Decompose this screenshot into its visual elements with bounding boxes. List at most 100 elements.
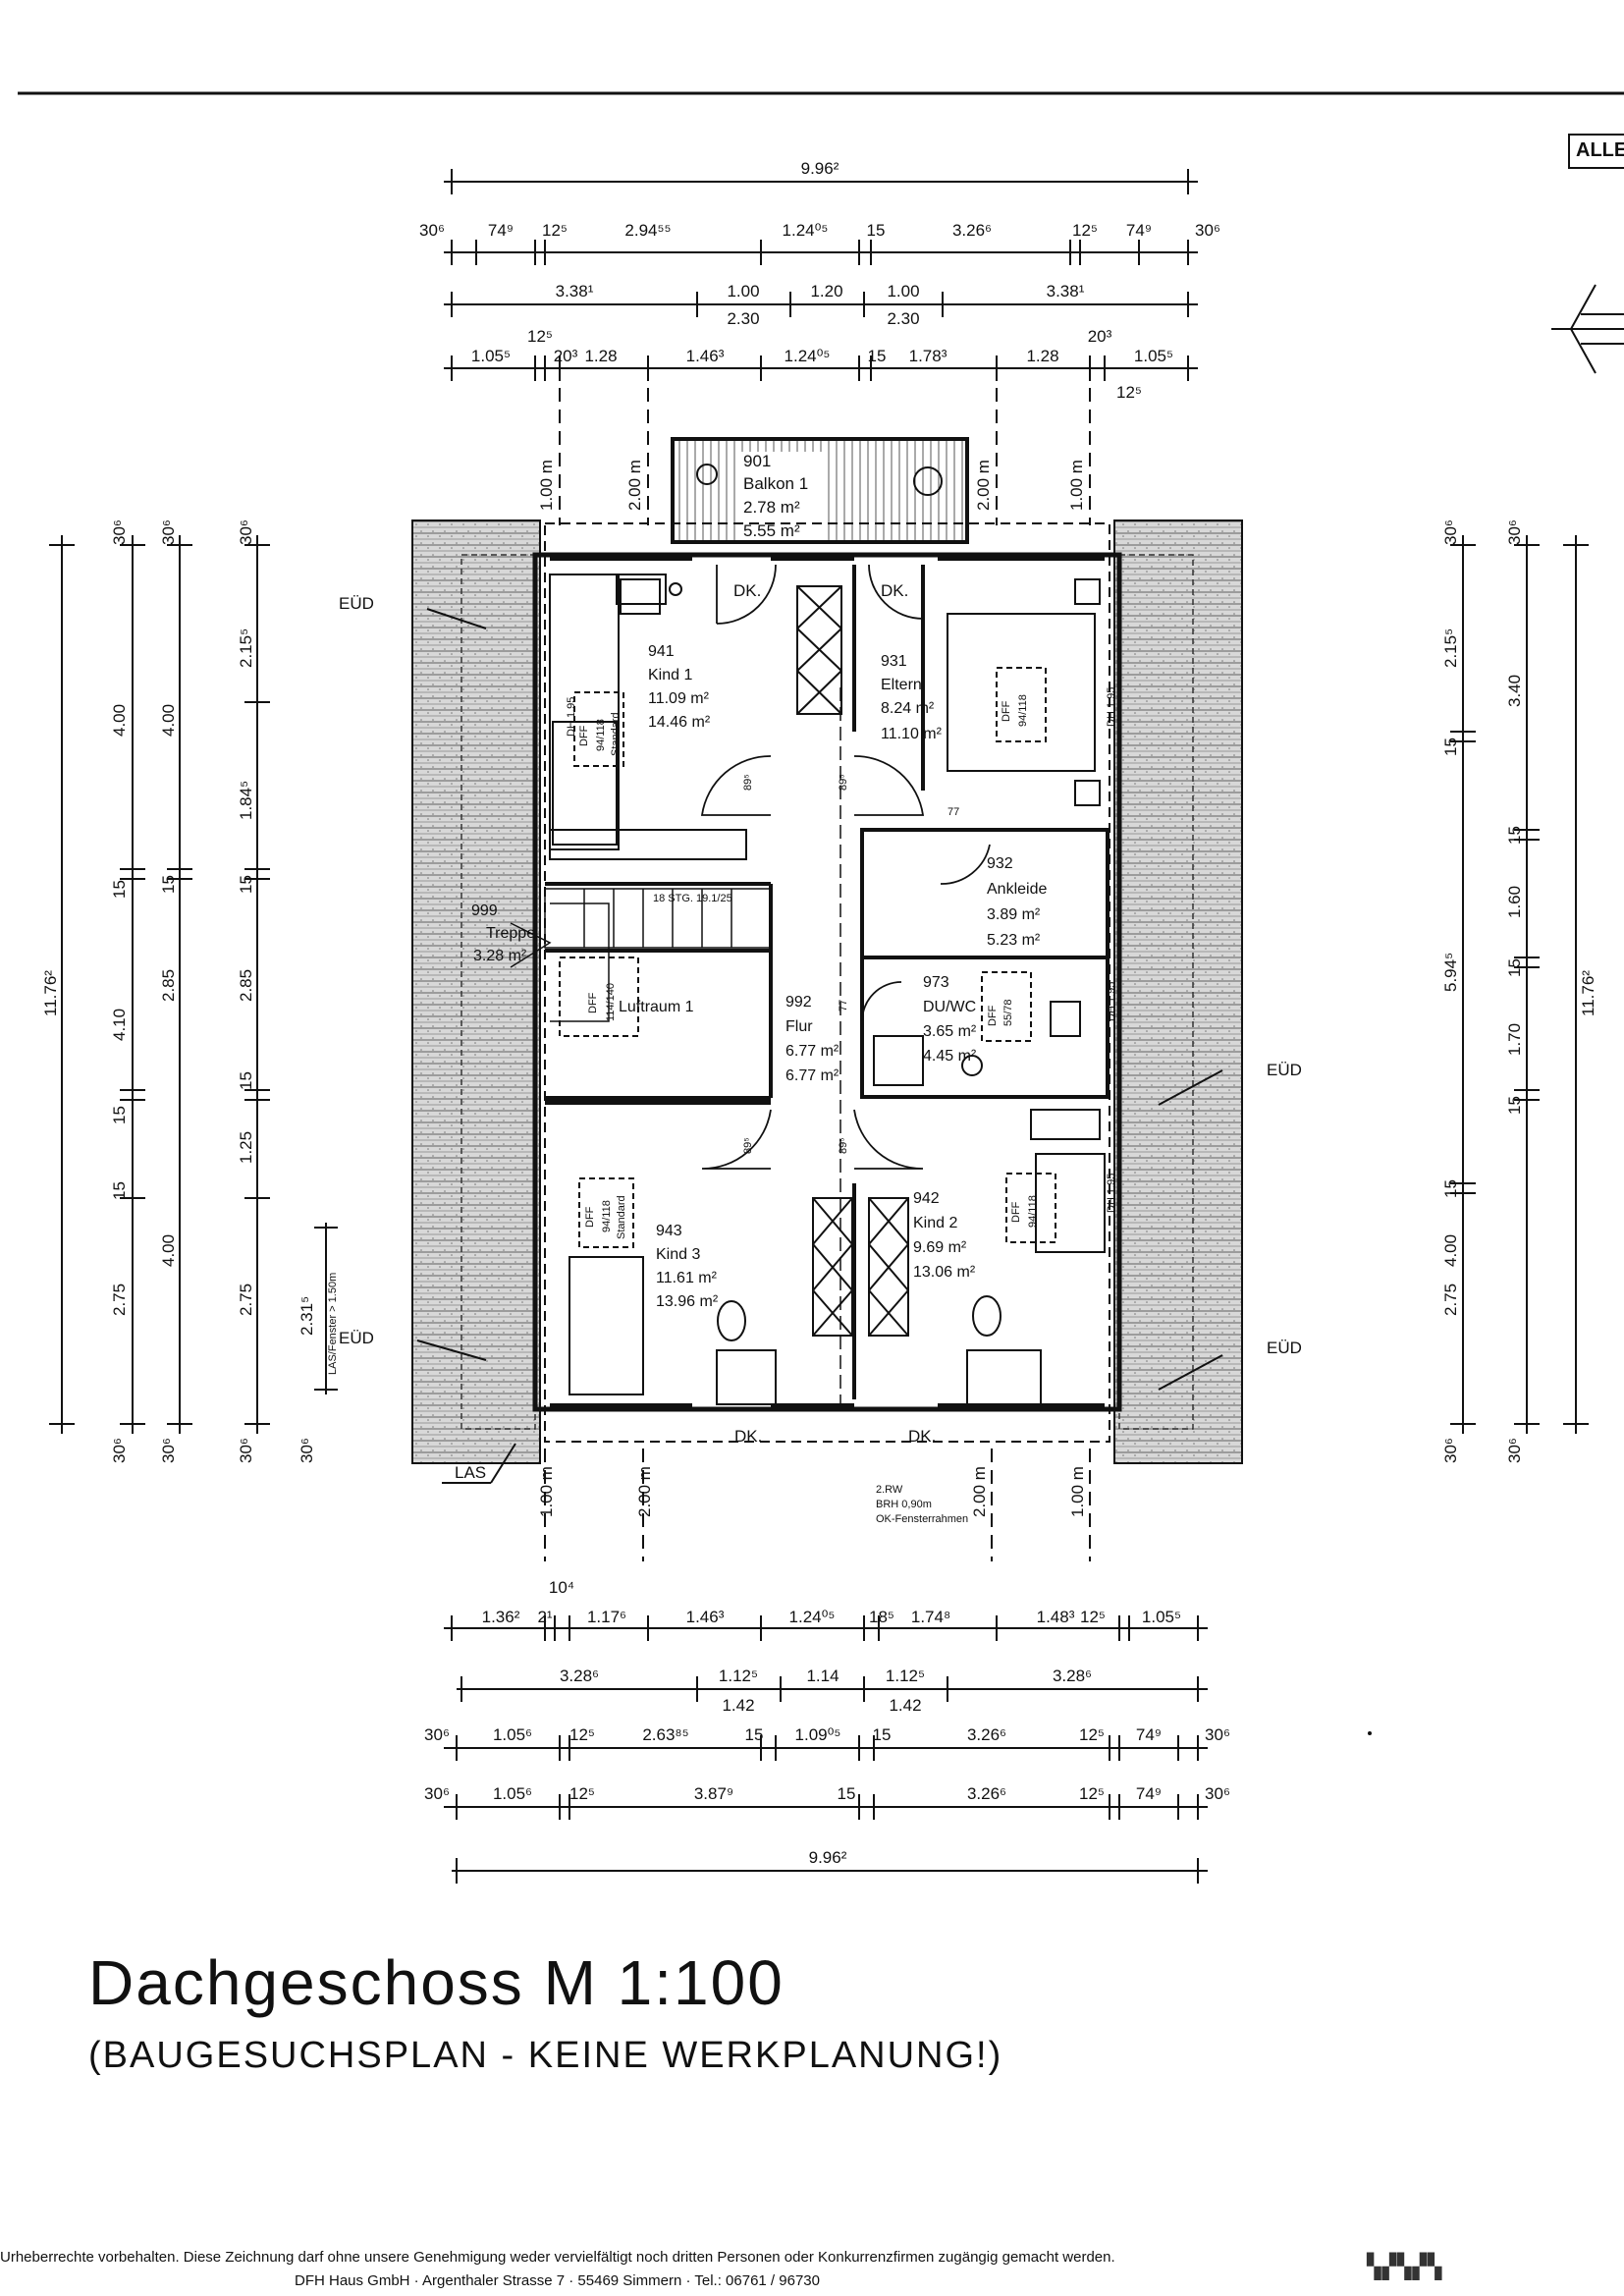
roof-height-labels-top: 1.00 m 2.00 m 2.00 m 1.00 m	[537, 460, 1086, 511]
svg-text:2.00 m: 2.00 m	[625, 460, 644, 511]
svg-text:30⁶: 30⁶	[110, 519, 129, 545]
svg-text:89⁵: 89⁵	[838, 774, 849, 791]
svg-text:15: 15	[237, 875, 255, 894]
svg-text:2.00 m: 2.00 m	[635, 1466, 654, 1517]
svg-text:1.28: 1.28	[584, 347, 617, 365]
svg-text:3.26⁶: 3.26⁶	[952, 221, 992, 240]
dusche-area1: 3.65 m²	[923, 1023, 977, 1040]
dk-kind3: DK.	[734, 1427, 762, 1446]
kind2-name: Kind 2	[913, 1215, 957, 1231]
svg-text:89⁵: 89⁵	[742, 1137, 754, 1154]
svg-text:3.26⁶: 3.26⁶	[967, 1784, 1006, 1803]
svg-text:12⁵: 12⁵	[1079, 1725, 1105, 1744]
svg-text:4.00: 4.00	[1441, 1234, 1460, 1267]
svg-text:11.76²: 11.76²	[41, 970, 60, 1016]
ankleide-area1: 3.89 m²	[987, 906, 1041, 923]
svg-text:DFF: DFF	[587, 992, 599, 1013]
svg-text:15: 15	[110, 880, 129, 899]
balcony-name: Balkon 1	[743, 474, 808, 493]
svg-text:94/118: 94/118	[601, 1200, 613, 1232]
svg-text:20³: 20³	[1088, 327, 1112, 346]
ankleide-name: Ankleide	[987, 881, 1047, 898]
svg-text:2.75: 2.75	[110, 1284, 129, 1316]
svg-text:DH 1.95: DH 1.95	[1106, 982, 1117, 1021]
svg-text:DFF: DFF	[1010, 1201, 1022, 1223]
sheet-corner-label: ALLE	[1568, 134, 1624, 169]
wardrobes	[796, 585, 909, 1337]
svg-text:15: 15	[110, 1181, 129, 1200]
dk-eltern: DK.	[881, 581, 908, 600]
svg-text:15: 15	[237, 1071, 255, 1090]
svg-text:1.05⁶: 1.05⁶	[493, 1784, 532, 1803]
svg-text:LAS/Fenster > 1.50m: LAS/Fenster > 1.50m	[327, 1273, 339, 1375]
left-dimension-chains	[49, 535, 338, 1434]
svg-text:74⁹: 74⁹	[1136, 1725, 1162, 1744]
roof-height-labels-bottom: 1.00 m 2.00 m 2.00 m 1.00 m	[537, 1466, 1087, 1517]
balcony-area2: 5.55 m²	[743, 521, 800, 540]
svg-text:12⁵: 12⁵	[527, 327, 553, 346]
kind3-name: Kind 3	[656, 1246, 700, 1263]
svg-text:30⁶: 30⁶	[159, 1438, 178, 1463]
kind1-area1: 11.09 m²	[648, 690, 710, 707]
svg-text:2.31⁵: 2.31⁵	[298, 1296, 316, 1336]
svg-text:DFF: DFF	[1001, 700, 1012, 722]
svg-text:DFF: DFF	[578, 725, 590, 746]
svg-text:1.05⁵: 1.05⁵	[1134, 347, 1173, 365]
svg-text:30⁶: 30⁶	[1441, 519, 1460, 545]
misc-labels: 18 STG. 19.1/25 89⁵ 89⁵ 89⁵ 89⁵ 77 77	[653, 774, 959, 1154]
svg-text:89⁵: 89⁵	[838, 1137, 849, 1154]
svg-text:1.25: 1.25	[237, 1131, 255, 1164]
dim-bottom-total: 9.96²	[809, 1848, 847, 1867]
room-labels: 941 Kind 1 11.09 m² 14.46 m² 931 Eltern …	[471, 643, 1047, 1310]
svg-text:EÜD: EÜD	[1267, 1339, 1302, 1357]
svg-text:3.38¹: 3.38¹	[556, 282, 594, 301]
flur-number: 992	[785, 994, 812, 1011]
roof-left	[411, 519, 541, 1464]
bottom-dimension-chains	[444, 1615, 1208, 1884]
svg-text:1.00: 1.00	[727, 282, 759, 301]
svg-text:15: 15	[745, 1725, 764, 1744]
svg-text:30⁶: 30⁶	[298, 1438, 316, 1463]
svg-text:15: 15	[838, 1784, 856, 1803]
svg-text:12⁵: 12⁵	[569, 1725, 595, 1744]
left-dimension-labels: 11.76² 30⁶ 4.00 15 4.10 15 2.75 30⁶ 30⁶ …	[41, 519, 339, 1463]
svg-text:30⁶: 30⁶	[1441, 1438, 1460, 1463]
flur-name: Flur	[785, 1018, 813, 1035]
svg-text:2.85: 2.85	[159, 969, 178, 1002]
svg-text:1.42: 1.42	[722, 1696, 754, 1715]
svg-text:12⁵: 12⁵	[1072, 221, 1098, 240]
kind3-number: 943	[656, 1223, 682, 1239]
svg-text:3.28⁶: 3.28⁶	[1053, 1667, 1092, 1685]
svg-text:1.00 m: 1.00 m	[1067, 460, 1086, 511]
svg-text:EÜD: EÜD	[1267, 1061, 1302, 1079]
svg-text:2.00 m: 2.00 m	[974, 460, 993, 511]
svg-text:30⁶: 30⁶	[1205, 1725, 1230, 1744]
stray-dot	[1368, 1731, 1372, 1735]
interior-walls	[545, 565, 1110, 1399]
svg-text:30⁶: 30⁶	[1205, 1784, 1230, 1803]
svg-text:LAS: LAS	[455, 1463, 486, 1482]
company-logo: ▚▞▚▞▚	[1367, 2253, 1443, 2280]
svg-text:4.00: 4.00	[159, 704, 178, 737]
svg-text:2.15⁵: 2.15⁵	[1441, 629, 1460, 668]
svg-text:1.48³: 1.48³	[1037, 1608, 1075, 1626]
balcony: 901 Balkon 1 2.78 m² 5.55 m²	[671, 437, 969, 544]
svg-text:15: 15	[159, 875, 178, 894]
roof-right	[1113, 519, 1243, 1464]
svg-text:12⁵: 12⁵	[1116, 383, 1142, 402]
svg-text:30⁶: 30⁶	[237, 519, 255, 545]
svg-text:30⁶: 30⁶	[424, 1725, 450, 1744]
svg-text:1.46³: 1.46³	[686, 347, 725, 365]
eltern-area2: 11.10 m²	[881, 726, 943, 742]
svg-text:1.24⁰⁵: 1.24⁰⁵	[789, 1608, 836, 1626]
svg-text:12⁵: 12⁵	[1079, 1784, 1105, 1803]
svg-text:2.75: 2.75	[237, 1284, 255, 1316]
svg-text:12⁵: 12⁵	[569, 1784, 595, 1803]
page-subtitle: (BAUGESUCHSPLAN - KEINE WERKPLANUNG!)	[88, 2035, 1003, 2076]
svg-text:15: 15	[1441, 1179, 1460, 1198]
ankleide-area2: 5.23 m²	[987, 932, 1041, 949]
kind2-area1: 9.69 m²	[913, 1239, 967, 1256]
roof-height-marks-bottom	[544, 1449, 1091, 1561]
svg-text:1.84⁵: 1.84⁵	[237, 781, 255, 820]
svg-text:3.40: 3.40	[1505, 675, 1524, 707]
